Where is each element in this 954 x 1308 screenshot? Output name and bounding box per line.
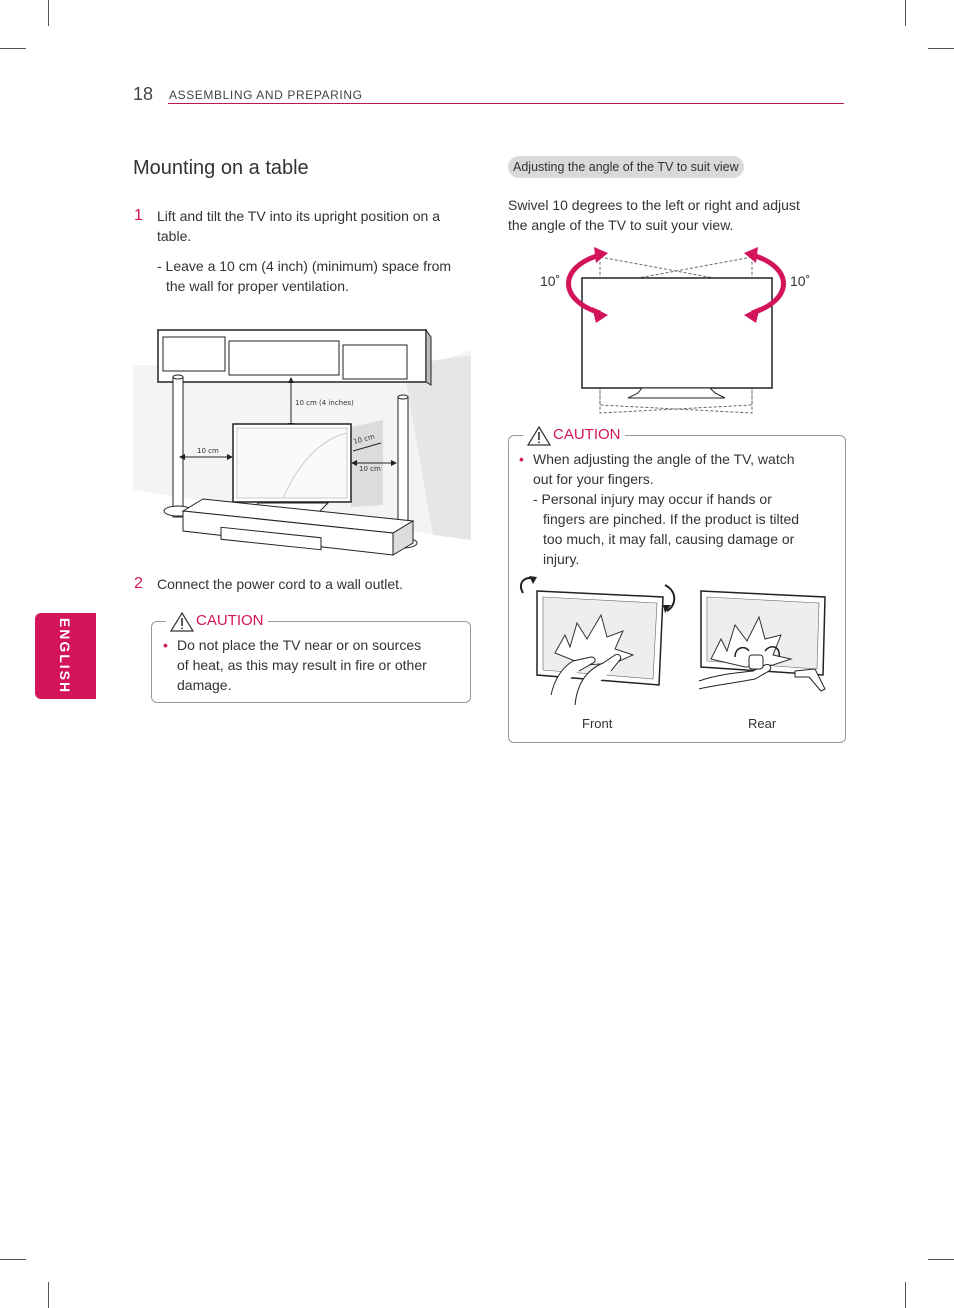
crop-mark	[928, 1259, 954, 1260]
caution-heat-line-3: damage.	[177, 677, 232, 693]
caution-heading-heat: CAUTION	[166, 611, 268, 632]
caution-heat-line-1: Do not place the TV near or on sources	[177, 637, 422, 653]
caution-fingers-sub-1: - Personal injury may occur if hands or	[533, 491, 772, 507]
angle-left-label: 10˚	[540, 273, 560, 289]
right-gap-label-2: 10 cm	[359, 465, 381, 473]
caution-title: CAUTION	[553, 426, 621, 443]
step-1-number: 1	[134, 207, 143, 224]
top-gap-label: 10 cm (4 inches)	[295, 399, 354, 407]
crop-mark	[0, 1259, 26, 1260]
table-mount-illustration: 10 cm (4 inches) 10 cm 10 cm 10 cm	[133, 328, 471, 557]
caution-heat-line-2: of heat, as this may result in fire or o…	[177, 657, 427, 673]
crop-mark	[905, 1282, 906, 1308]
caution-box-heat	[151, 621, 471, 703]
warning-icon	[170, 612, 194, 632]
step-1-sub-line-1: - Leave a 10 cm (4 inch) (minimum) space…	[157, 258, 452, 274]
header-rule	[168, 103, 844, 104]
subsection-pill: Adjusting the angle of the TV to suit vi…	[508, 156, 744, 178]
caution-fingers-sub-4: injury.	[543, 551, 580, 567]
caution-fingers-sub-3: too much, it may fall, causing damage or	[543, 531, 795, 547]
caution-fingers-sub-2: fingers are pinched. If the product is t…	[543, 511, 800, 527]
caution-title: CAUTION	[196, 612, 264, 629]
bullet-icon: •	[163, 637, 168, 653]
language-label: ENGLISH	[57, 617, 74, 695]
left-gap-label: 10 cm	[197, 447, 219, 455]
section-title: ASSEMBLING AND PREPARING	[169, 88, 363, 102]
front-pinch-illustration	[519, 576, 676, 706]
step-1-sub-line-2: the wall for proper ventilation.	[166, 278, 349, 294]
angle-right-label: 10˚	[790, 273, 810, 289]
step-2-text: Connect the power cord to a wall outlet.	[157, 576, 403, 592]
page-number: 18	[133, 84, 154, 104]
crop-mark	[928, 48, 954, 49]
front-caption: Front	[582, 716, 613, 731]
language-tab: ENGLISH	[35, 613, 96, 699]
swivel-illustration: 10˚ 10˚	[540, 247, 810, 414]
crop-mark	[48, 1282, 49, 1308]
crop-mark	[905, 0, 906, 26]
warning-icon	[527, 426, 551, 446]
bullet-icon: •	[519, 451, 524, 467]
step-2-number: 2	[134, 575, 143, 592]
caution-heading-fingers: CAUTION	[523, 425, 625, 446]
crop-mark	[48, 0, 49, 26]
caution-fingers-line-2: out for your fingers.	[533, 471, 654, 487]
caution-box-fingers	[508, 435, 846, 743]
caution-fingers-line-1: When adjusting the angle of the TV, watc…	[533, 451, 795, 467]
swivel-intro-line-1: Swivel 10 degrees to the left or right a…	[508, 197, 800, 213]
step-1-line-1: Lift and tilt the TV into its upright po…	[157, 208, 441, 224]
page-title: Mounting on a table	[133, 157, 309, 179]
rear-caption: Rear	[748, 716, 777, 731]
swivel-intro-line-2: the angle of the TV to suit your view.	[508, 217, 734, 233]
crop-mark	[0, 48, 26, 49]
rear-pinch-illustration	[698, 590, 826, 692]
step-1-line-2: table.	[157, 228, 192, 244]
